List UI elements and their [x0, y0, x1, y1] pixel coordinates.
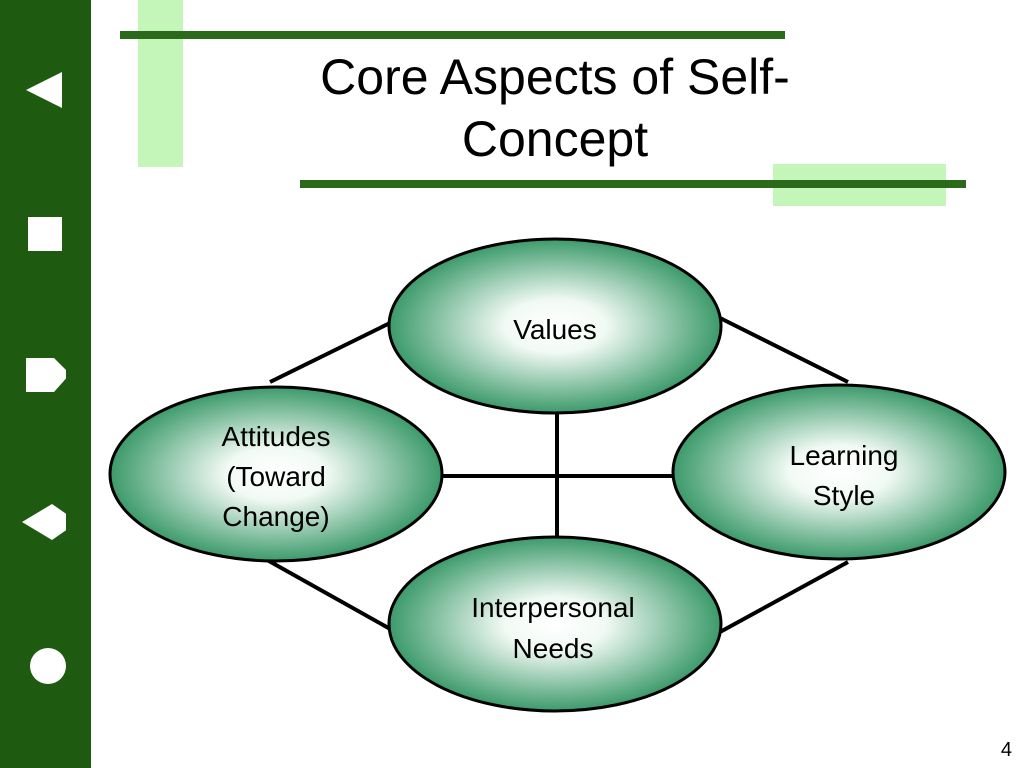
node-interpersonal-needs-line: Interpersonal — [471, 592, 634, 623]
page-title: Core Aspects of Self-Concept — [320, 49, 790, 167]
node-interpersonal-needs: Interpersonal Needs — [387, 535, 723, 713]
page-number: 4 — [1000, 739, 1012, 761]
back-arrow-icon[interactable] — [22, 68, 66, 112]
node-attitudes-line: (Toward — [226, 461, 326, 492]
node-attitudes-line: Change) — [222, 501, 329, 532]
pentagon-arrow-icon[interactable] — [22, 354, 66, 398]
decor-bottom-rule — [300, 180, 966, 188]
node-attitudes: Attitudes (Toward Change) — [108, 385, 444, 563]
connector-line — [269, 320, 393, 384]
connector-line — [719, 560, 849, 634]
square-icon[interactable] — [22, 213, 66, 257]
node-values-line: Values — [513, 314, 597, 345]
node-learning-style: Learning Style — [671, 383, 1007, 561]
circle-icon[interactable] — [22, 644, 66, 688]
sidebar — [0, 0, 91, 768]
connector-line — [719, 316, 849, 384]
node-attitudes-line: Attitudes — [222, 421, 331, 452]
connector-line — [259, 554, 393, 632]
node-learning-style-line: Learning — [790, 440, 899, 471]
node-interpersonal-needs-line: Needs — [513, 633, 594, 664]
decor-vertical-bar — [138, 0, 183, 167]
node-values: Values — [387, 237, 723, 415]
decor-top-rule — [120, 31, 785, 39]
node-learning-style-line: Style — [813, 480, 875, 511]
diamond-icon[interactable] — [22, 500, 66, 544]
